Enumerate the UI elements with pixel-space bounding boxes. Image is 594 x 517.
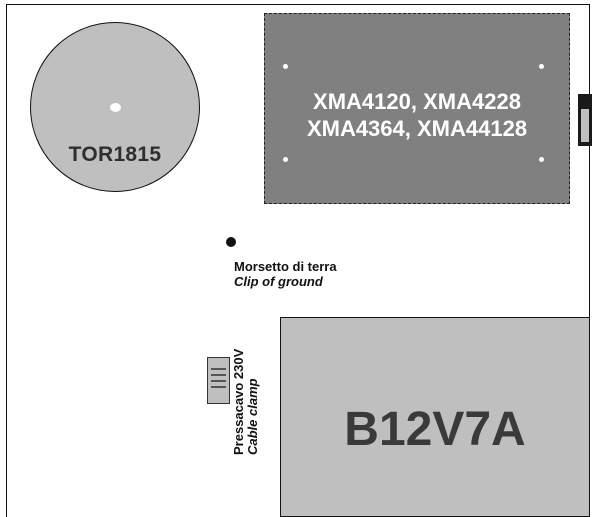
module-label-line2: XMA4364, XMA44128 bbox=[306, 116, 528, 141]
module-label-line1: XMA4120, XMA4228 bbox=[313, 89, 521, 114]
module-label: XMA4120, XMA4228 XMA4364, XMA44128 bbox=[265, 88, 569, 142]
enclosure-outline bbox=[6, 4, 590, 517]
toroid-label: TOR1815 bbox=[68, 143, 162, 166]
amplifier-module: XMA4120, XMA4228 XMA4364, XMA44128 bbox=[264, 13, 570, 204]
power-transformer: B12V7A bbox=[280, 317, 590, 517]
ground-clip-dot bbox=[226, 237, 236, 247]
clamp-label-english: Cable clamp bbox=[245, 378, 260, 455]
mounting-hole bbox=[110, 103, 121, 112]
mounting-hole bbox=[283, 157, 288, 162]
module-connector bbox=[578, 94, 592, 146]
ground-label-italian: Morsetto di terra bbox=[234, 259, 337, 274]
ground-label-english: Clip of ground bbox=[234, 274, 323, 289]
clamp-slot bbox=[211, 380, 226, 382]
cable-clamp bbox=[207, 357, 230, 404]
clamp-label-italian: Pressacavo 230V bbox=[231, 348, 246, 455]
mounting-hole bbox=[539, 64, 544, 69]
mounting-hole bbox=[539, 157, 544, 162]
clamp-slot bbox=[211, 368, 226, 370]
clamp-slot bbox=[211, 374, 226, 376]
cable-clamp-label: Pressacavo 230V Cable clamp bbox=[231, 348, 260, 455]
clamp-slot bbox=[211, 386, 226, 388]
mounting-hole bbox=[283, 64, 288, 69]
transformer-label: B12V7A bbox=[344, 403, 526, 456]
ground-clip-label: Morsetto di terra Clip of ground bbox=[234, 259, 337, 289]
toroidal-transformer: TOR1815 bbox=[30, 22, 200, 192]
